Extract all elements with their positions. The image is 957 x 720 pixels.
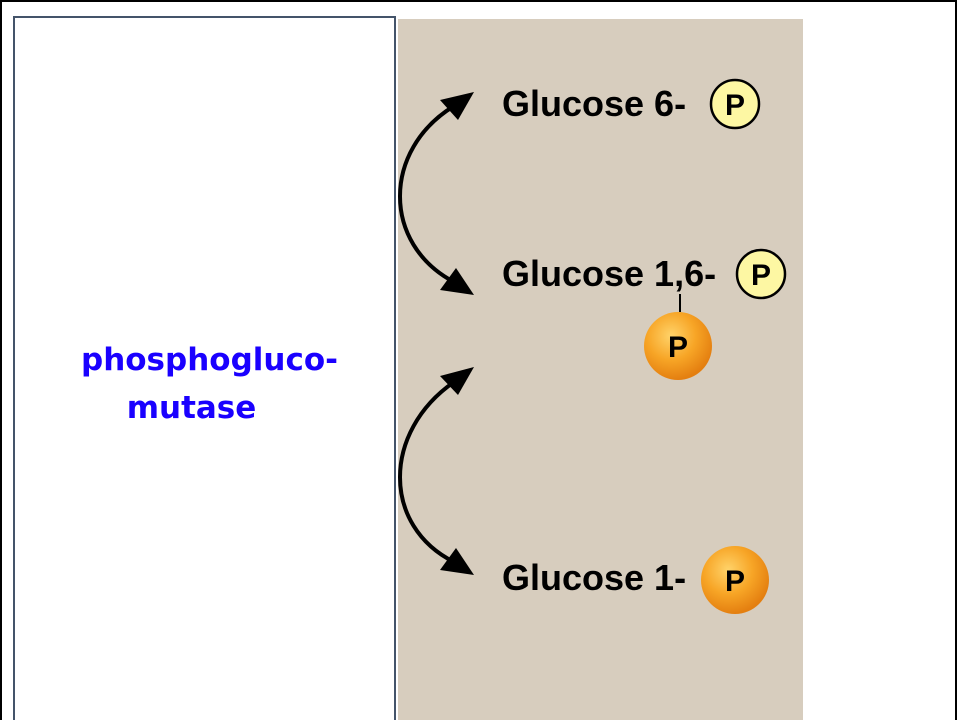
compound-label-top: Glucose 6- — [502, 83, 686, 124]
lower-reaction-arrow-icon — [398, 367, 474, 575]
upper-reaction-arrow-icon — [398, 92, 474, 295]
phosphate-label: P — [725, 89, 745, 122]
enzyme-name-line-2: mutase — [126, 390, 257, 426]
compound-label-bottom: Glucose 1- — [502, 557, 686, 598]
compound-label-middle: Glucose 1,6- — [502, 253, 716, 294]
phosphate-icon: P — [644, 312, 712, 380]
phosphate-label: P — [725, 565, 745, 598]
phosphate-icon: P — [701, 546, 769, 614]
phosphate-label: P — [751, 259, 771, 292]
phosphate-label: P — [668, 331, 688, 364]
phosphate-icon: P — [709, 78, 761, 130]
phosphate-icon: P — [735, 248, 787, 300]
enzyme-label-panel: phosphogluco- mutase — [13, 16, 396, 720]
enzyme-name: phosphogluco- mutase — [15, 336, 398, 432]
enzyme-name-line-1: phosphogluco- — [81, 342, 338, 378]
